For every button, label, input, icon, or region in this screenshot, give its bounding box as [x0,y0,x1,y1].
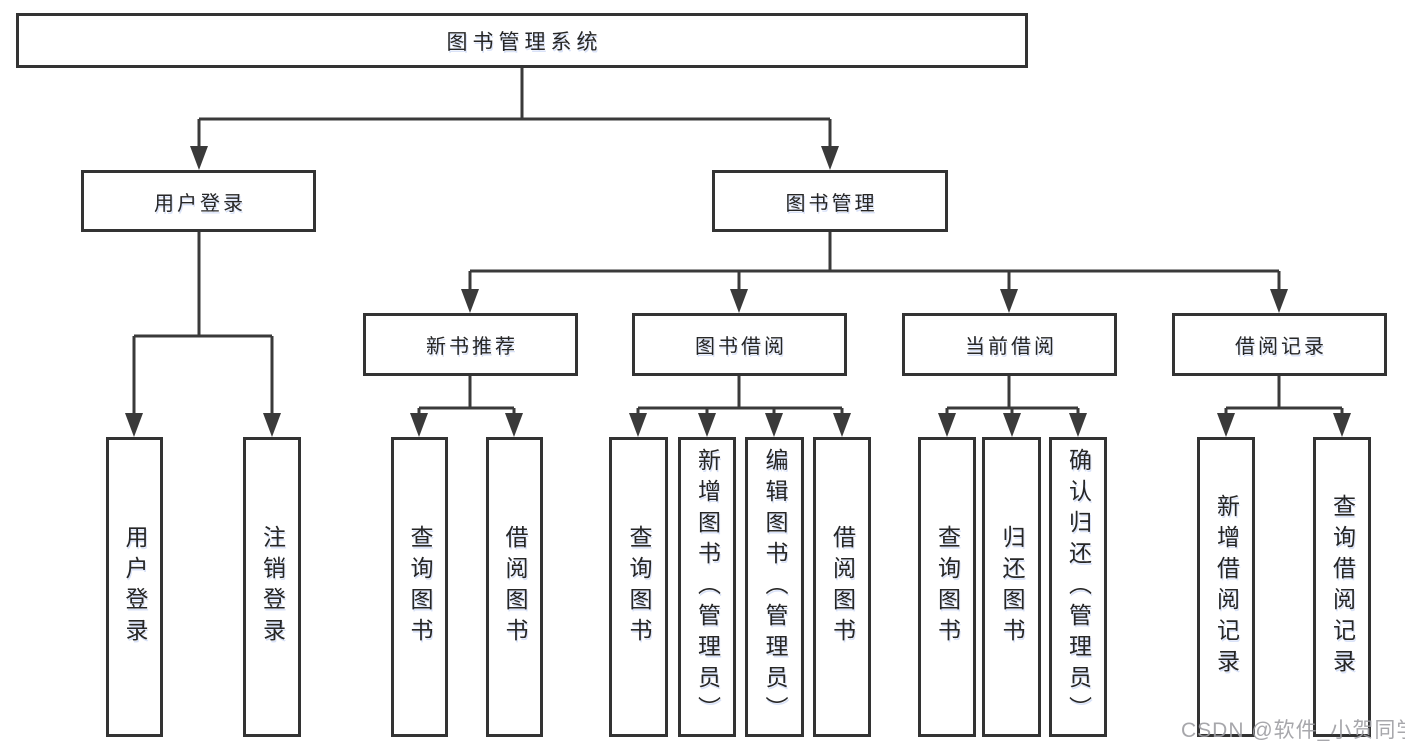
leaf-add-borrow-record: 新增借阅记录 [1197,437,1255,737]
node-root: 图书管理系统 [16,13,1028,68]
leaf-return-books: 归还图书 [982,437,1041,737]
node-user-login-label: 用户登录 [154,192,246,215]
leaf-logout-label: 注销登录 [259,525,286,649]
node-borrow-records-label: 借阅记录 [1235,336,1327,358]
edge-newbook-to-leaves [410,376,523,437]
leaf-add-book-admin: 新增图书（管理员） [678,437,736,737]
leaf-borrow-query-books: 查询图书 [609,437,668,737]
leaf-add-book-admin-label: 新增图书（管理员） [694,447,721,727]
node-book-borrow: 图书借阅 [632,313,847,376]
leaf-edit-book-admin-label: 编辑图书（管理员） [762,447,788,727]
edge-bookborrow-to-leaves [629,376,851,437]
leaf-newbook-borrow-books-label: 借阅图书 [502,525,528,649]
leaf-current-query-books-label: 查询图书 [934,525,961,649]
edge-userlogin-to-leaves [125,232,281,437]
edge-bookmgmt-to-level3 [461,232,1288,313]
node-current-borrow-label: 当前借阅 [965,336,1057,358]
leaf-newbook-query-books-label: 查询图书 [407,525,433,649]
leaf-edit-book-admin: 编辑图书（管理员） [745,437,804,737]
leaf-query-borrow-record-label: 查询借阅记录 [1329,494,1356,680]
edge-borrowrecord-to-leaves [1217,376,1351,437]
node-borrow-records: 借阅记录 [1172,313,1387,376]
leaf-current-query-books: 查询图书 [918,437,976,737]
leaf-logout: 注销登录 [243,437,301,737]
leaf-borrow-books: 借阅图书 [813,437,871,737]
leaf-return-books-label: 归还图书 [999,525,1025,649]
edge-root-to-level2 [190,68,839,170]
leaf-add-borrow-record-label: 新增借阅记录 [1213,494,1240,680]
node-new-book-recommend-label: 新书推荐 [426,336,518,358]
leaf-query-borrow-record: 查询借阅记录 [1313,437,1371,737]
leaf-user-login-label: 用户登录 [122,525,148,649]
node-root-label: 图书管理系统 [446,30,603,54]
leaf-user-login: 用户登录 [106,437,163,737]
node-book-management: 图书管理 [712,170,948,232]
node-user-login: 用户登录 [81,170,316,232]
node-book-management-label: 图书管理 [785,192,878,215]
edge-currentborrow-to-leaves [938,376,1087,437]
leaf-borrow-query-books-label: 查询图书 [626,525,652,649]
leaf-borrow-books-label: 借阅图书 [829,525,856,649]
node-new-book-recommend: 新书推荐 [363,313,578,376]
leaf-newbook-borrow-books: 借阅图书 [486,437,543,737]
node-book-borrow-label: 图书借阅 [695,336,787,358]
leaf-confirm-return-admin: 确认归还（管理员） [1049,437,1107,737]
node-current-borrow: 当前借阅 [902,313,1117,376]
leaf-newbook-query-books: 查询图书 [391,437,448,737]
csdn-watermark: CSDN @软件_小贺同学 [1181,719,1405,742]
leaf-confirm-return-admin-label: 确认归还（管理员） [1065,447,1092,727]
